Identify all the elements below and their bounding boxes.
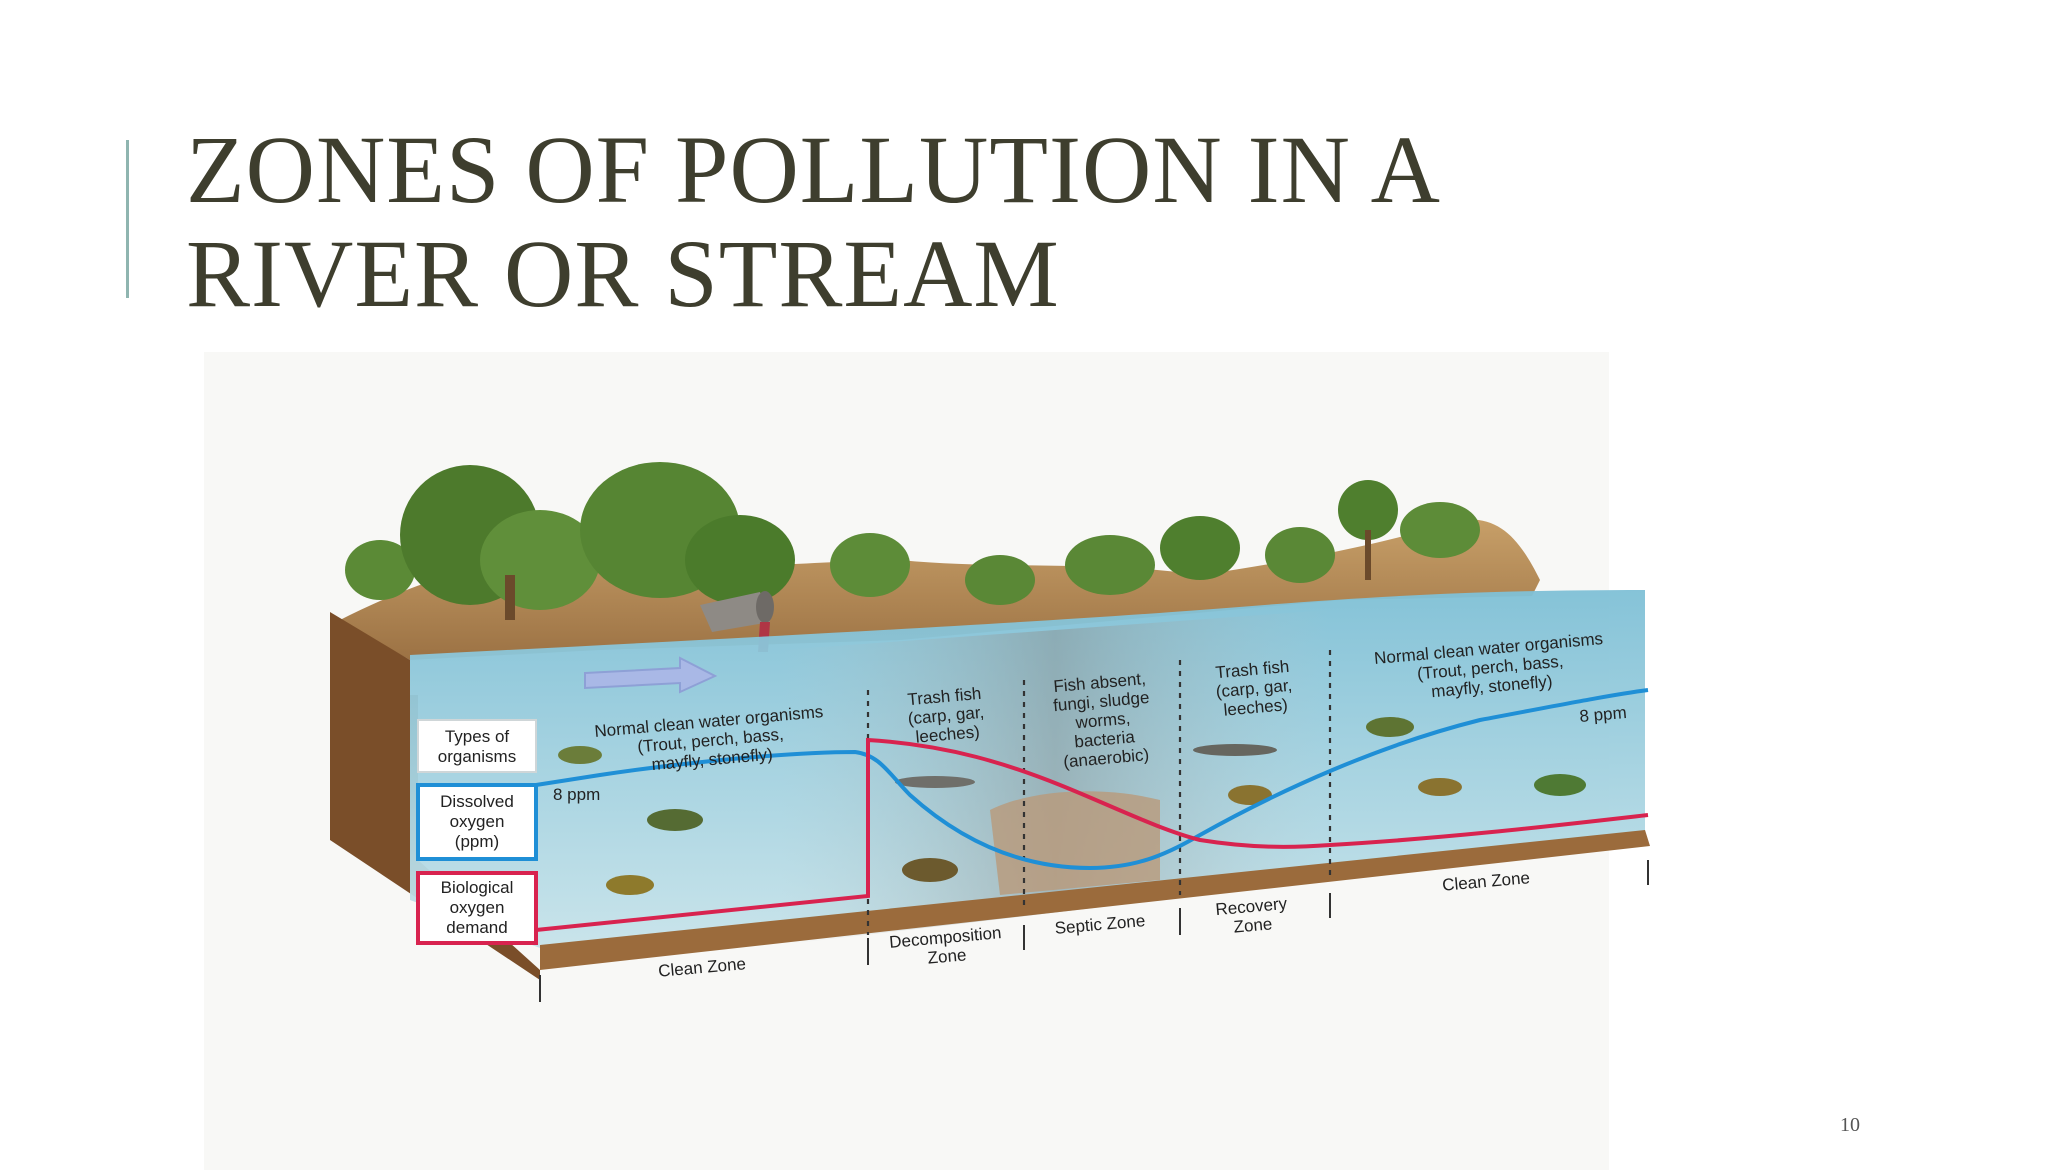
zone-name-ticks [539, 860, 1649, 1002]
legend-oxygen-line-2: oxygen [450, 812, 505, 831]
oxygen-label-right: 8 ppm [1579, 703, 1628, 726]
riverbed [540, 830, 1650, 970]
slide-title: ZONES OF POLLUTION IN A RIVER OR STREAM [186, 118, 1836, 326]
zone-description-2: Trash fish (carp, gar, leeches) [907, 684, 985, 747]
zone-name-septic: Septic Zone [1054, 911, 1146, 938]
soil-block-left [330, 612, 540, 980]
zone-name-clean-right: Clean Zone [1441, 868, 1530, 895]
fish-icon [558, 717, 1586, 895]
legend-organisms: Types of organisms [417, 719, 537, 773]
legend-bod-line-1: Biological [441, 878, 514, 897]
zone-name-4-line-2: Zone [1233, 914, 1273, 936]
tree-icon [345, 462, 1480, 620]
slide-title-line-2: RIVER OR STREAM [186, 220, 1060, 327]
discharge-pipe-icon [700, 591, 774, 652]
river-bank [340, 519, 1540, 660]
legend-oxygen-line-3: (ppm) [455, 832, 499, 851]
legend-oxygen-line-1: Dissolved [440, 792, 514, 811]
zone-name-clean-left: Clean Zone [657, 954, 746, 981]
zone-name-1: Clean Zone [657, 954, 746, 981]
zone-name-recovery: Recovery Zone [1215, 894, 1289, 937]
zone-name-5: Clean Zone [1441, 868, 1530, 895]
zone-description-4: Trash fish (carp, gar, leeches) [1215, 657, 1293, 720]
flow-arrow-icon [584, 656, 718, 694]
legend-organisms-line-2: organisms [438, 747, 516, 766]
zone-name-decomposition: Decomposition Zone [889, 923, 1003, 967]
title-accent-bar [126, 140, 129, 298]
legend-organisms-line-1: Types of [445, 727, 510, 746]
legend-bod: Biological oxygen demand [416, 871, 538, 945]
legend-dissolved-oxygen: Dissolved oxygen (ppm) [416, 783, 538, 861]
bod-curve [535, 737, 1649, 932]
sludge-bed [990, 791, 1160, 895]
slide-title-line-1: ZONES OF POLLUTION IN A [186, 116, 1441, 223]
zone-name-3: Septic Zone [1054, 911, 1146, 938]
legend-bod-line-2: oxygen [450, 898, 505, 917]
legend-bod-line-3: demand [446, 918, 507, 937]
zone-desc-3-line-3: worms, [1074, 709, 1131, 733]
dissolved-oxygen-curve [535, 688, 1649, 871]
zone-name-2-line-2: Zone [927, 945, 967, 967]
page-number: 10 [1840, 1114, 1860, 1136]
oxygen-label-left: 8 ppm [553, 785, 600, 804]
